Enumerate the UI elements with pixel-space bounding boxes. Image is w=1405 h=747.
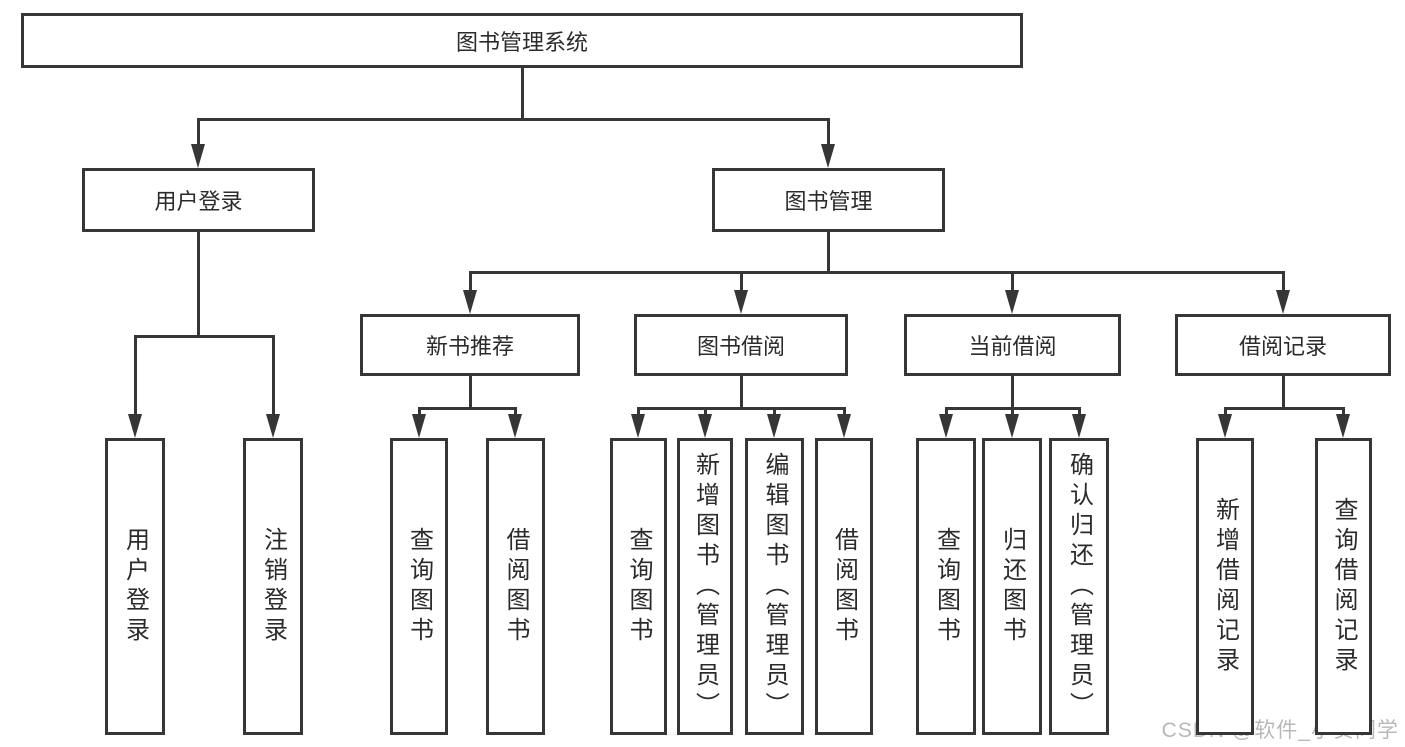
arrow-down-icon	[631, 414, 645, 438]
node-label: 借阅图书	[830, 526, 858, 647]
arrow-down-icon	[698, 414, 712, 438]
arrow-down-icon	[1276, 290, 1290, 314]
node-label: 借阅图书	[502, 526, 529, 647]
node-leaf-add-book-admin: 新增图书（管理员）	[677, 438, 733, 735]
arrow-down-icon	[1005, 290, 1019, 314]
node-leaf-query-book-2: 查询图书	[610, 438, 667, 735]
node-label: 查询图书	[932, 526, 960, 647]
node-leaf-user-login: 用户登录	[105, 438, 165, 735]
node-label: 归还图书	[998, 526, 1026, 647]
connector-drop	[1010, 407, 1014, 420]
arrow-down-icon	[128, 414, 142, 438]
node-label: 确认归还（管理员）	[1065, 451, 1093, 722]
node-book-borrow: 图书借阅	[634, 314, 848, 376]
arrow-down-icon	[266, 414, 280, 438]
node-label: 图书管理	[784, 189, 873, 214]
node-label: 用户登录	[154, 189, 243, 214]
node-book-management: 图书管理	[712, 168, 945, 232]
node-current-borrow: 当前借阅	[904, 314, 1121, 376]
node-label: 图书借阅	[696, 334, 785, 359]
arrow-down-icon	[463, 290, 477, 314]
connector-drop	[1077, 407, 1081, 420]
node-label: 查询借阅记录	[1330, 496, 1357, 677]
node-label: 查询图书	[405, 526, 433, 647]
node-leaf-query-book-3: 查询图书	[916, 438, 976, 735]
arrow-down-icon	[1072, 414, 1086, 438]
connector-stem	[739, 376, 743, 410]
connector-drop	[826, 118, 830, 150]
arrow-down-icon	[734, 290, 748, 314]
node-label: 借阅记录	[1238, 334, 1327, 359]
connector-drop	[1281, 271, 1285, 296]
connector-drop	[636, 407, 640, 420]
connector-drop	[1341, 407, 1345, 420]
node-label: 新书推荐	[425, 334, 514, 359]
node-leaf-borrow-book-1: 借阅图书	[486, 438, 545, 735]
node-label: 图书管理系统	[455, 29, 588, 55]
arrow-down-icon	[837, 414, 851, 438]
node-label: 新增借阅记录	[1211, 496, 1239, 677]
connector-drop	[703, 407, 707, 420]
connector-drop	[468, 271, 472, 296]
node-borrow-records: 借阅记录	[1175, 314, 1391, 376]
node-leaf-confirm-return: 确认归还（管理员）	[1049, 438, 1109, 735]
arrow-down-icon	[412, 414, 426, 438]
connector-stem	[520, 68, 524, 121]
connector-bar	[417, 407, 517, 410]
node-root: 图书管理系统	[21, 13, 1023, 68]
connector-drop	[271, 335, 275, 420]
node-user-login: 用户登录	[82, 168, 315, 232]
connector-drop	[513, 407, 517, 420]
connector-bar	[196, 118, 830, 121]
node-leaf-edit-book-admin: 编辑图书（管理员）	[745, 438, 804, 735]
node-label: 新增图书（管理员）	[691, 451, 719, 722]
connector-drop	[196, 118, 200, 150]
arrow-down-icon	[821, 144, 835, 168]
connector-stem	[196, 232, 200, 338]
arrow-down-icon	[1005, 414, 1019, 438]
connector-drop	[772, 407, 776, 420]
node-leaf-return-book: 归还图书	[982, 438, 1042, 735]
connector-stem	[826, 232, 830, 274]
arrow-down-icon	[1336, 414, 1350, 438]
node-leaf-query-book-1: 查询图书	[390, 438, 448, 735]
node-label: 用户登录	[121, 526, 149, 647]
node-label: 查询图书	[625, 526, 652, 647]
node-leaf-add-borrow-rec: 新增借阅记录	[1196, 438, 1254, 735]
arrow-down-icon	[939, 414, 953, 438]
connector-bar	[636, 407, 846, 410]
connector-stem	[1010, 376, 1014, 410]
connector-bar	[133, 335, 275, 338]
connector-drop	[1223, 407, 1227, 420]
node-leaf-borrow-book-2: 借阅图书	[815, 438, 873, 735]
node-label: 当前借阅	[968, 334, 1057, 359]
arrow-down-icon	[191, 144, 205, 168]
node-new-book-recommend: 新书推荐	[360, 314, 580, 376]
connector-bar	[468, 271, 1285, 274]
arrow-down-icon	[508, 414, 522, 438]
connector-drop	[133, 335, 137, 420]
connector-drop	[842, 407, 846, 420]
node-label: 编辑图书（管理员）	[761, 451, 788, 722]
arrow-down-icon	[767, 414, 781, 438]
connector-bar	[1223, 407, 1345, 410]
connector-drop	[417, 407, 421, 420]
connector-drop	[739, 271, 743, 296]
node-label: 注销登录	[259, 526, 287, 647]
node-leaf-logout: 注销登录	[243, 438, 303, 735]
arrow-down-icon	[1218, 414, 1232, 438]
node-leaf-query-borrow-rec: 查询借阅记录	[1315, 438, 1372, 735]
connector-stem	[1281, 376, 1285, 410]
connector-stem	[468, 376, 472, 410]
connector-drop	[1010, 271, 1014, 296]
connector-drop	[944, 407, 948, 420]
